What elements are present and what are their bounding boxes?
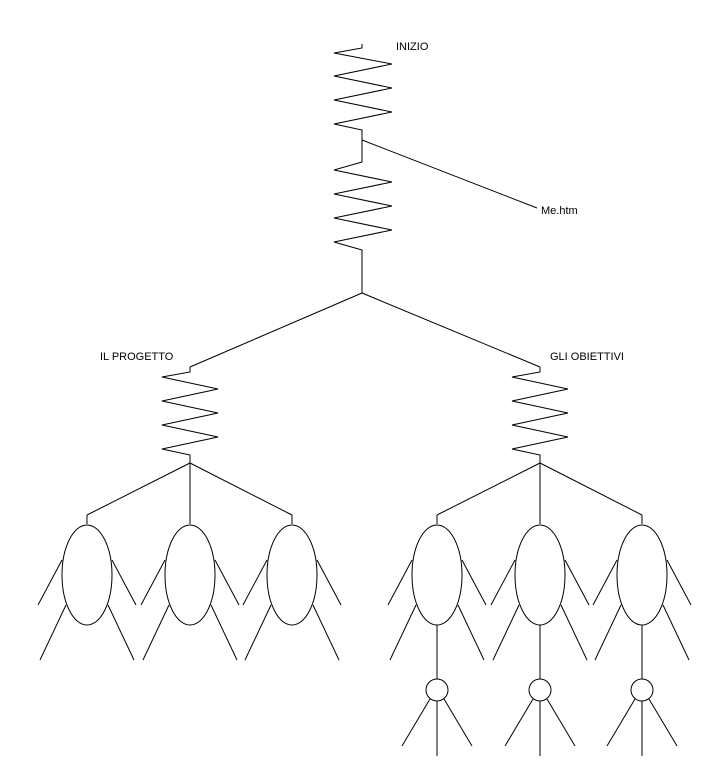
branch-right xyxy=(361,292,541,368)
page-node-right-2[interactable] xyxy=(514,524,566,626)
page-node-left-2[interactable] xyxy=(164,524,216,626)
label-gli-obiettivi[interactable]: GLI OBIETTIVI xyxy=(550,351,624,363)
label-il-progetto[interactable]: IL PROGETTO xyxy=(100,351,174,363)
page-node-left-3[interactable] xyxy=(266,524,318,626)
sub-node-right-1[interactable] xyxy=(425,678,449,702)
page-node-right-1[interactable] xyxy=(411,524,463,626)
branch-left xyxy=(189,292,363,368)
label-me-htm[interactable]: Me.htm xyxy=(541,205,578,217)
spring-gli-obiettivi xyxy=(511,367,569,463)
right-node-group xyxy=(387,462,692,756)
spring-il-progetto xyxy=(161,367,219,463)
page-node-left-1[interactable] xyxy=(61,524,113,626)
left-node-group xyxy=(37,462,342,661)
sub-node-right-3[interactable] xyxy=(630,678,654,702)
sub-node-right-2[interactable] xyxy=(528,678,552,702)
trunk-spring-bottom xyxy=(333,140,393,293)
label-inizio[interactable]: INIZIO xyxy=(396,41,429,53)
branch-me-htm xyxy=(361,139,538,209)
trunk-spring-top xyxy=(333,44,393,140)
page-node-right-3[interactable] xyxy=(616,524,668,626)
